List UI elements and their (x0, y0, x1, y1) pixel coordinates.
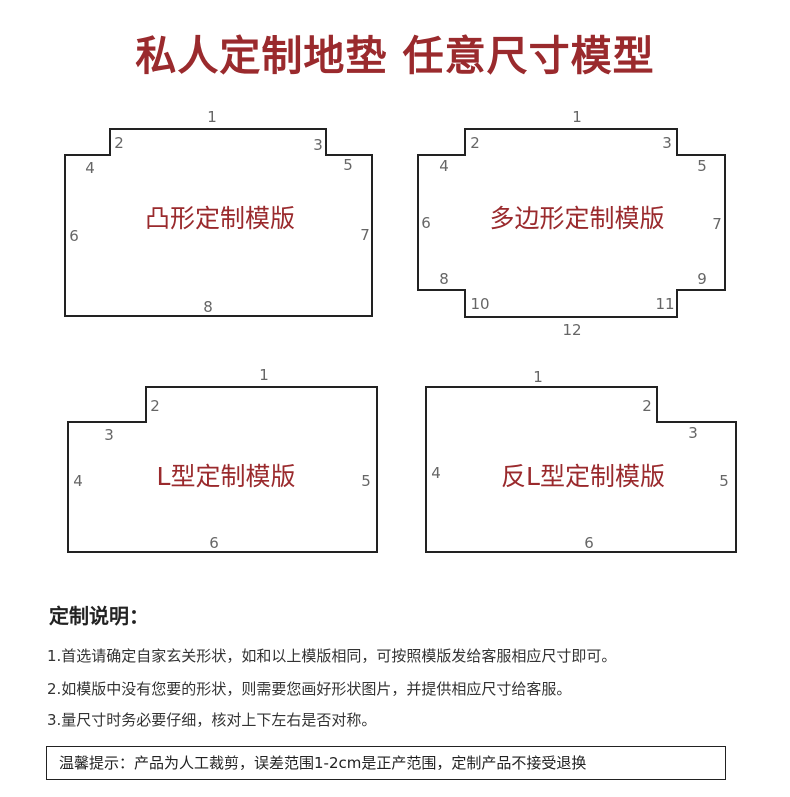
edge-number: 4 (439, 157, 449, 175)
edge-number: 5 (697, 157, 707, 175)
edge-number: 12 (562, 321, 581, 339)
description-heading: 定制说明： (49, 604, 149, 628)
template-reverse-l-shape: 1 2 3 4 5 6 反L型定制模版 (425, 368, 737, 553)
edge-number: 5 (361, 472, 371, 490)
edge-number: 1 (207, 108, 217, 126)
template-l-shape: 1 2 3 4 5 6 L型定制模版 (67, 366, 378, 553)
edge-number: 11 (655, 295, 674, 313)
edge-number: 1 (572, 108, 582, 126)
edge-number: 10 (470, 295, 489, 313)
edge-number: 2 (150, 397, 160, 415)
edge-number: 7 (360, 226, 370, 244)
l-shape-outline (67, 386, 378, 553)
edge-number: 1 (533, 368, 543, 386)
description-line: 2.如模版中没有您要的形状，则需要您画好形状图片，并提供相应尺寸给客服。 (47, 680, 572, 698)
edge-number: 8 (439, 270, 449, 288)
edge-number: 6 (69, 227, 79, 245)
template-polygon: 1 2 3 4 5 6 7 8 9 10 11 12 多边形定制模版 (417, 108, 726, 339)
template-label: 反L型定制模版 (501, 462, 665, 491)
edge-number: 9 (697, 270, 707, 288)
template-convex: 1 2 3 4 5 6 7 8 凸形定制模版 (64, 108, 373, 317)
edge-number: 7 (712, 215, 722, 233)
edge-number: 3 (104, 426, 114, 444)
edge-number: 4 (431, 464, 441, 482)
edge-number: 2 (470, 134, 480, 152)
edge-number: 4 (73, 472, 83, 490)
templates-diagram: 1 2 3 4 5 6 7 8 凸形定制模版 1 2 3 4 5 6 7 8 9… (64, 108, 737, 553)
edge-number: 6 (209, 534, 219, 552)
reverse-l-shape-outline (425, 386, 737, 553)
edge-number: 5 (719, 472, 729, 490)
description-line: 1.首选请确定自家玄关形状，如和以上模版相同，可按照模版发给客服相应尺寸即可。 (47, 647, 617, 665)
edge-number: 3 (688, 424, 698, 442)
convex-outline (64, 128, 373, 317)
template-label: L型定制模版 (157, 462, 296, 491)
edge-number: 5 (343, 156, 353, 174)
polygon-outline (417, 128, 726, 318)
edge-number: 6 (584, 534, 594, 552)
template-label: 凸形定制模版 (145, 204, 295, 233)
edge-number: 3 (662, 134, 672, 152)
edge-number: 1 (259, 366, 269, 384)
edge-number: 3 (313, 136, 323, 154)
description-line: 3.量尺寸时务必要仔细，核对上下左右是否对称。 (47, 711, 377, 729)
notice-box: 温馨提示：产品为人工裁剪，误差范围1-2cm是正产范围，定制产品不接受退换 (46, 746, 726, 780)
page-title: 私人定制地垫 任意尺寸模型 (135, 32, 655, 80)
edge-number: 6 (421, 214, 431, 232)
edge-number: 4 (85, 159, 95, 177)
template-label: 多边形定制模版 (489, 204, 664, 233)
edge-number: 8 (203, 298, 213, 316)
edge-number: 2 (642, 397, 652, 415)
edge-number: 2 (114, 134, 124, 152)
